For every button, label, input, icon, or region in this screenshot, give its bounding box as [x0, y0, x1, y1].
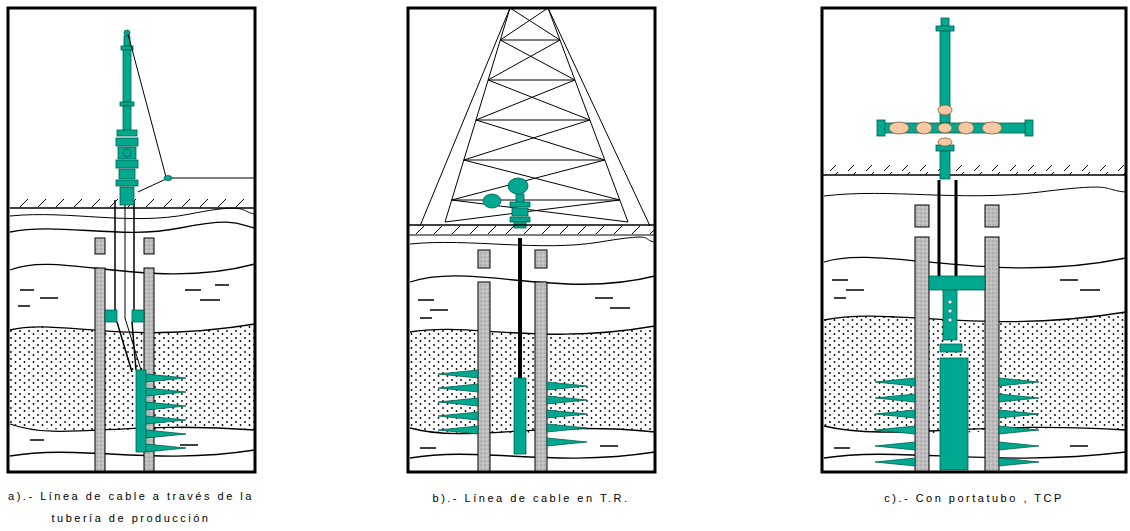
perforating-gun [136, 370, 186, 452]
figure-caption: c).- Con portatubo , TCP [829, 487, 1119, 509]
sand-formation [10, 324, 255, 431]
sheave [164, 176, 172, 181]
panel-wireline-through-tubing [8, 8, 255, 472]
packer [929, 276, 985, 290]
panel-wireline-in-casing [408, 8, 655, 472]
valve [889, 105, 1002, 146]
lubricator-mast [116, 30, 138, 205]
packer [105, 310, 144, 322]
figure-caption: b).- Línea de cable en T.R. [406, 487, 656, 509]
christmas-tree [877, 18, 1033, 179]
ground-hatch [824, 165, 1126, 175]
panel-frame [822, 8, 1126, 472]
wellhead [510, 194, 530, 228]
sheave [483, 194, 501, 208]
wireline-cable [128, 34, 255, 192]
wireline-cable [518, 238, 522, 379]
panel-tubing-conveyed [822, 8, 1126, 472]
derrick [420, 8, 650, 226]
wireline-cable [125, 205, 126, 318]
sand-formation [824, 312, 1126, 433]
panel-frame [8, 8, 255, 472]
production-tubing [115, 200, 136, 372]
perforating-gun [438, 370, 587, 454]
sheave [508, 178, 528, 194]
sand-formation [410, 326, 655, 434]
casing [478, 250, 547, 472]
perforating-gun [875, 358, 1039, 470]
ground-hatch [410, 226, 655, 235]
panel-frame [408, 8, 655, 472]
tubing [939, 180, 956, 278]
formation-lines [410, 276, 655, 458]
formation-lines [824, 257, 1126, 458]
formation-lines [10, 222, 255, 456]
firing-head [940, 290, 962, 352]
figure-caption: a).- Línea de cable a través de la tuber… [6, 485, 256, 529]
